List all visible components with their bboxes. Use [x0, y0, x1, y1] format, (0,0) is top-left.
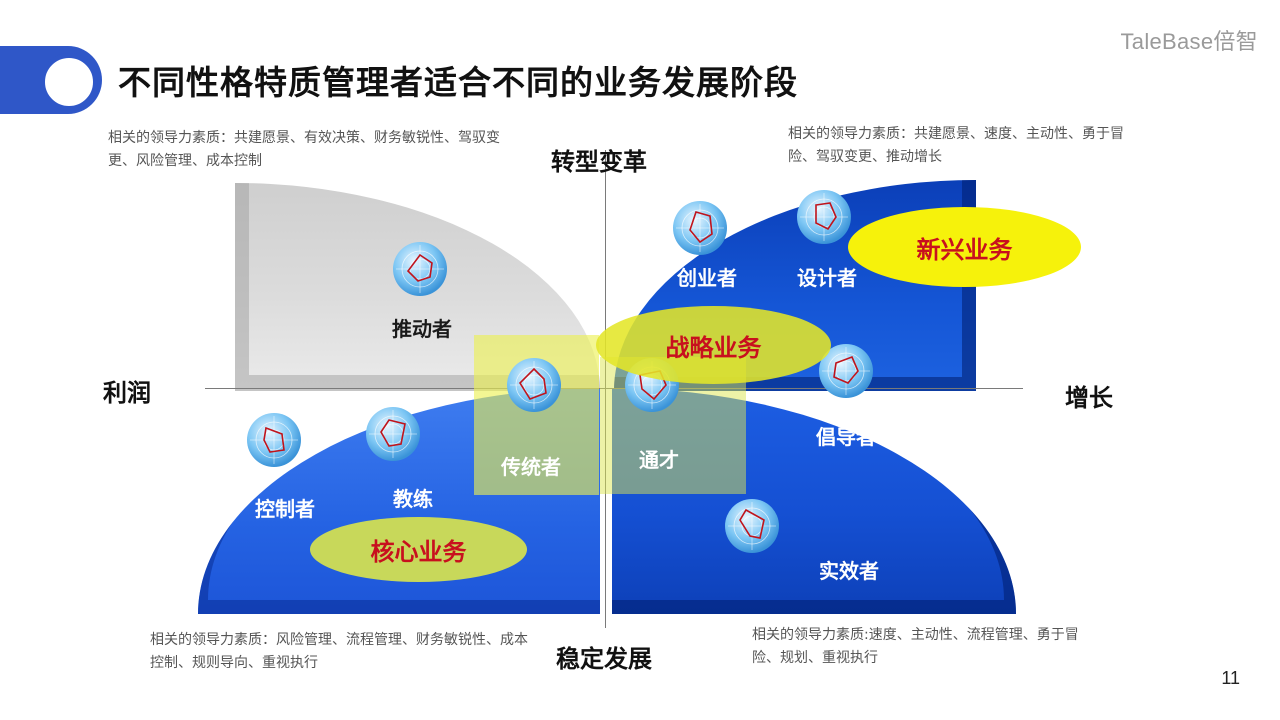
radar-chart-icon: [796, 189, 852, 245]
competency-top-right: 相关的领导力素质：共建愿景、速度、主动性、勇于冒险、驾驭变更、推动增长: [788, 126, 1124, 165]
role-controller: 控制者: [255, 497, 315, 521]
role-promoter: 推动者: [392, 317, 452, 341]
business-core-label: 核心业务: [370, 538, 467, 566]
role-traditionalist: 传统者: [501, 455, 561, 479]
role-coach: 教练: [393, 487, 433, 511]
radar-chart-icon: [506, 357, 562, 413]
radar-chart-icon: [392, 241, 448, 297]
axis-label-left: 利润: [103, 379, 151, 407]
radar-chart-icon: [724, 498, 780, 554]
axis-label-right: 增长: [1065, 384, 1113, 412]
page-title: 不同性格特质管理者适合不同的业务发展阶段: [118, 63, 798, 102]
radar-chart-icon: [818, 343, 874, 399]
axis-label-top: 转型变革: [551, 148, 647, 176]
business-emerging-oval: 新兴业务: [848, 207, 1081, 287]
radar-chart-icon: [672, 200, 728, 256]
business-strategic-label: 战略业务: [665, 333, 762, 362]
business-strategic-oval: 战略业务: [596, 306, 831, 384]
business-core-oval: 核心业务: [310, 517, 527, 582]
brand-logo: TaleBase倍智: [1120, 29, 1258, 54]
role-generalist: 通才: [639, 448, 679, 472]
role-achiever: 实效者: [819, 559, 879, 583]
radar-chart-icon: [246, 412, 302, 468]
role-designer: 设计者: [797, 266, 857, 290]
page-number: 11: [1221, 668, 1240, 688]
competency-bottom-left: 相关的领导力素质：风险管理、流程管理、财务敏锐性、成本控制、规则导向、重视执行: [150, 632, 528, 671]
competency-top-left: 相关的领导力素质：共建愿景、有效决策、财务敏锐性、驾驭变更、风险管理、成本控制: [108, 130, 500, 169]
competency-bottom-right: 相关的领导力素质:速度、主动性、流程管理、勇于冒险、规划、重视执行: [752, 627, 1079, 666]
business-emerging-label: 新兴业务: [916, 235, 1013, 264]
radar-chart-icon: [365, 406, 421, 462]
role-entrepreneur: 创业者: [677, 266, 737, 290]
axis-label-bottom: 稳定发展: [556, 645, 652, 673]
role-advocate: 倡导者: [816, 425, 876, 449]
title-accent-dot: [40, 53, 98, 111]
